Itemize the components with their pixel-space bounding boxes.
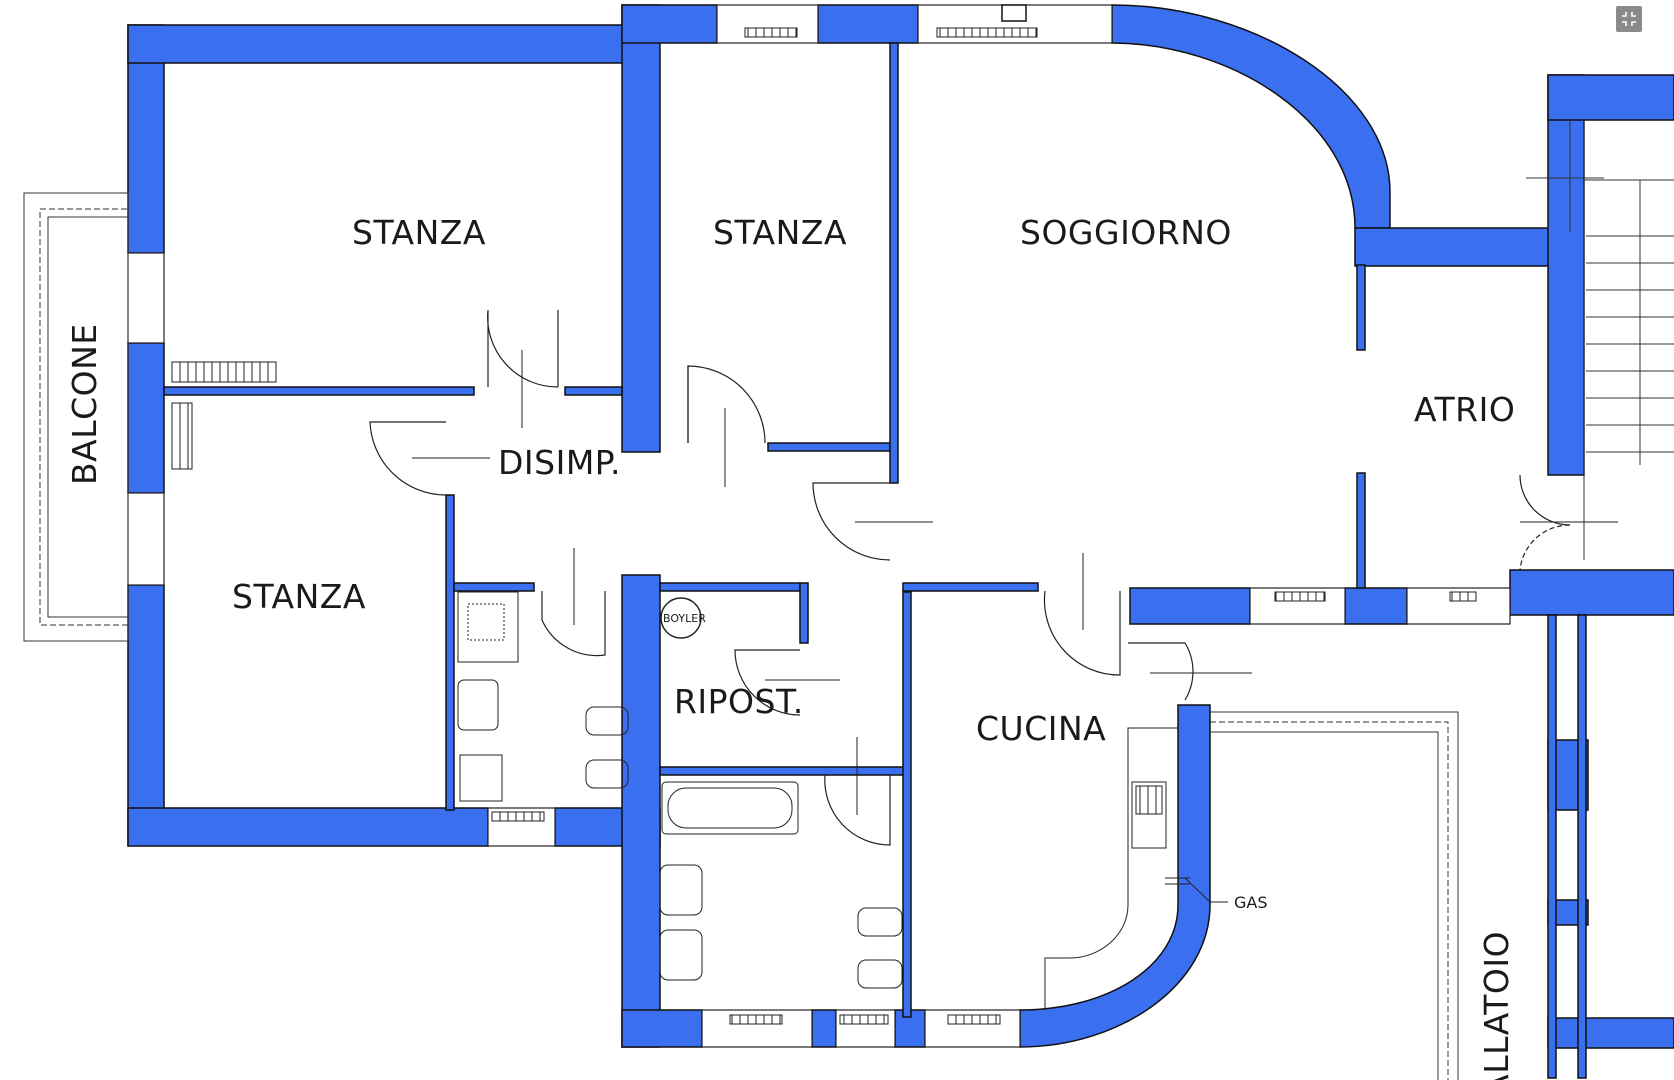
wall-interior-v3	[799, 582, 809, 644]
bidet-left-bath	[585, 706, 629, 736]
label-boyler: BOYLER	[663, 612, 706, 625]
label-ripost: RIPOST.	[674, 682, 804, 721]
wc-left-bath	[457, 679, 499, 731]
wall-far-right-top	[1547, 74, 1674, 121]
boyler-tank	[660, 597, 702, 639]
wall-atrio-top	[1354, 227, 1584, 267]
radiator-1	[744, 27, 798, 38]
walls	[127, 4, 1674, 1079]
radiator-7	[839, 1014, 889, 1025]
label-atrio: ATRIO	[1414, 390, 1515, 429]
wc-right-bath	[659, 864, 703, 916]
radiator-2	[936, 27, 1038, 38]
sink-left-bath	[585, 759, 629, 789]
label-ballatoio: BALLATOIO	[1477, 931, 1516, 1080]
shower-tray	[457, 591, 519, 663]
wall-interior-h2	[564, 386, 623, 396]
balcone	[23, 192, 129, 642]
wall-kitchen-top-a	[1129, 587, 1251, 625]
window-right-lower-a	[1249, 587, 1346, 625]
wall-interior-h5	[659, 582, 801, 592]
wall-interior-v4	[902, 591, 912, 1018]
label-balcone: BALCONE	[65, 323, 104, 485]
label-cucina: CUCINA	[976, 709, 1106, 748]
wall-interior-v2	[445, 494, 455, 811]
wall-interior-h4	[453, 582, 535, 592]
bidet-right-bath-2	[857, 959, 903, 989]
label-soggiorno: SOGGIORNO	[1020, 213, 1232, 252]
wall-left-outer-2	[127, 342, 165, 494]
wall-mid-vertical	[621, 4, 661, 453]
wall-top-left	[127, 24, 659, 64]
wall-right-lower-a	[1344, 587, 1408, 625]
radiator-3	[171, 361, 277, 383]
wall-top-mid-b	[817, 4, 919, 44]
label-stanza-bottom-left: STANZA	[232, 577, 366, 616]
small-vent	[1001, 4, 1027, 22]
fixtures	[457, 591, 1228, 1010]
collapse-icon[interactable]	[1616, 6, 1642, 32]
washer	[459, 754, 503, 802]
wall-interior-v7	[1547, 614, 1557, 1079]
window-left-lower	[127, 492, 165, 586]
radiator-9	[1274, 591, 1326, 602]
bidet-right-bath	[857, 907, 903, 937]
radiator-6	[729, 1014, 783, 1025]
radiator-8	[947, 1014, 1001, 1025]
wall-cucina-curve	[1019, 704, 1211, 1048]
wall-interior-h3	[767, 442, 891, 452]
ballatoio-outline	[1210, 711, 1459, 1080]
kitchen-sink	[1131, 781, 1167, 849]
doors	[369, 309, 1571, 846]
wall-interior-v5	[1356, 264, 1366, 351]
wall-atrio-right	[1547, 74, 1585, 476]
wall-interior-h1	[163, 386, 475, 396]
wall-interior-v1	[889, 42, 899, 484]
stairs	[1526, 120, 1674, 560]
label-gas: GAS	[1234, 893, 1268, 912]
label-stanza-top-left: STANZA	[352, 213, 486, 252]
windows	[127, 4, 1511, 1048]
wall-bottom-bath	[621, 1009, 703, 1048]
wall-left-outer-3	[127, 584, 165, 846]
wall-top-mid-a	[621, 4, 718, 44]
wall-interior-h7	[902, 582, 1039, 592]
wall-right-lower-b	[1509, 569, 1674, 616]
door-marks	[412, 350, 1618, 815]
wall-bottom-bath-b	[811, 1009, 837, 1048]
label-disimp: DISIMP.	[498, 443, 621, 482]
bathtub	[661, 781, 799, 835]
kitchen-counter	[1044, 727, 1178, 1010]
wall-interior-v8	[1577, 614, 1587, 1079]
radiator-4	[171, 402, 193, 470]
radiators	[171, 27, 1477, 1025]
wall-interior-v6	[1356, 472, 1366, 589]
radiator-5	[491, 811, 545, 822]
wall-lower-mid-vertical	[621, 574, 661, 1048]
wall-bottom-left	[127, 807, 489, 847]
window-top-mid	[716, 4, 819, 44]
wall-interior-h6	[659, 766, 909, 776]
wall-soggiorno-curve	[1111, 4, 1391, 229]
window-left-upper	[127, 252, 165, 344]
label-stanza-top-mid: STANZA	[713, 213, 847, 252]
sink-right-bath	[659, 929, 703, 981]
radiator-10	[1449, 591, 1477, 602]
wall-right-lower-e	[1547, 1017, 1674, 1049]
room-labels: STANZA STANZA SOGGIORNO BALCONE DISIMP. …	[65, 213, 1516, 1080]
